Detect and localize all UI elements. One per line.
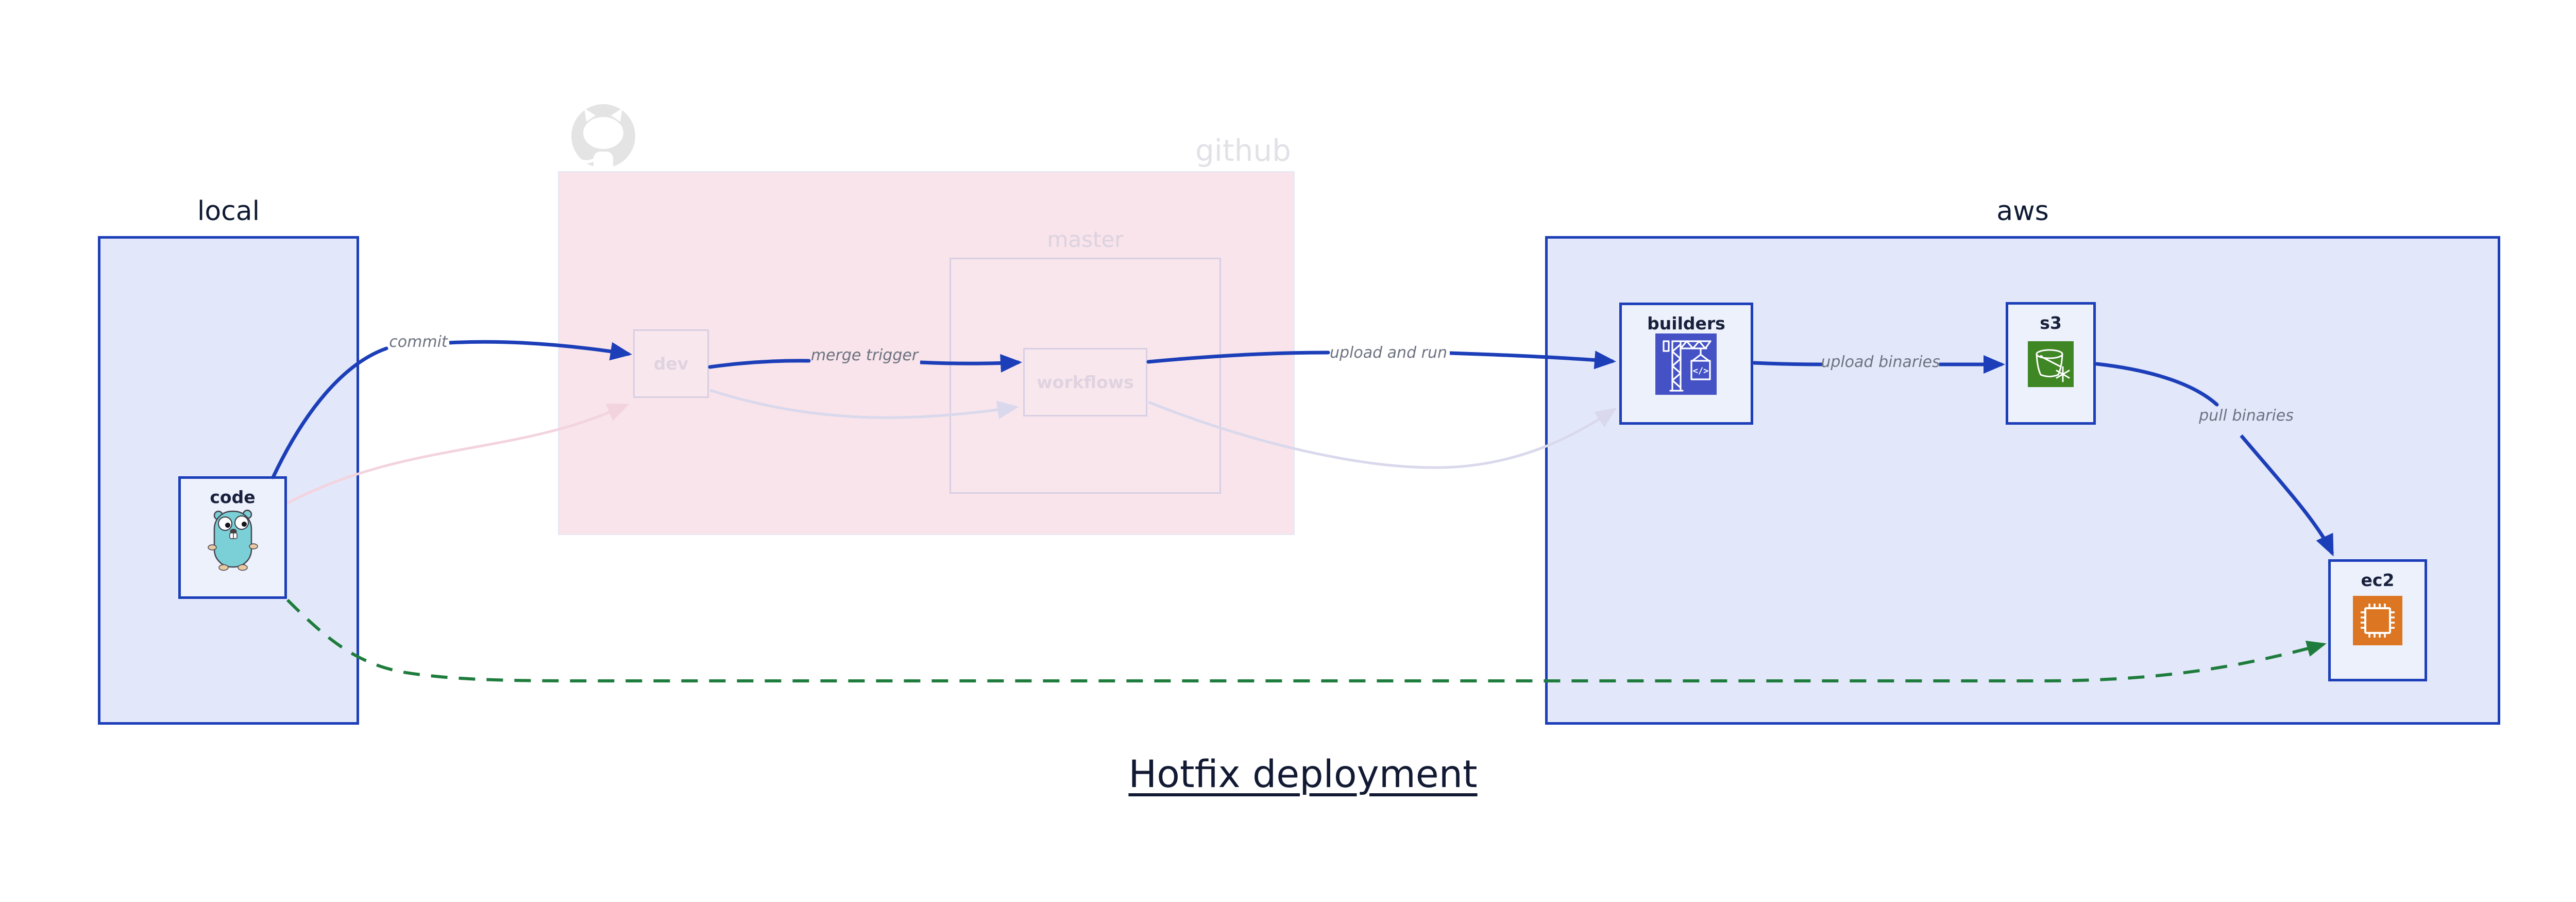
edge-label-pull-binaries: pull binaries <box>2199 407 2294 425</box>
code-label: code <box>210 487 256 507</box>
node-workflows: workflows <box>1023 348 1147 416</box>
s3-label: s3 <box>2040 313 2062 333</box>
node-dev: dev <box>633 329 709 398</box>
diagram-title: Hotfix deployment <box>1128 753 1478 796</box>
ec2-label: ec2 <box>2361 570 2395 590</box>
local-group-label: local <box>197 196 260 227</box>
workflows-label: workflows <box>1037 372 1134 392</box>
node-ec2: ec2 <box>2328 559 2427 681</box>
aws-group-label: aws <box>1996 196 2049 227</box>
node-code: code <box>178 476 287 599</box>
dev-label: dev <box>653 354 689 374</box>
node-s3: s3 <box>2006 302 2096 425</box>
github-octocat-icon <box>571 104 635 168</box>
edge-label-upload-and-run: upload and run <box>1329 344 1448 362</box>
edge-label-merge-trigger: merge trigger <box>810 346 919 364</box>
edge-label-upload-binaries: upload binaries <box>1821 353 1940 371</box>
edge-label-commit: commit <box>389 333 448 351</box>
node-builders: builders <box>1619 303 1753 425</box>
master-group-label: master <box>1047 227 1124 252</box>
github-group-label: github <box>1195 133 1291 168</box>
builders-label: builders <box>1647 313 1725 333</box>
